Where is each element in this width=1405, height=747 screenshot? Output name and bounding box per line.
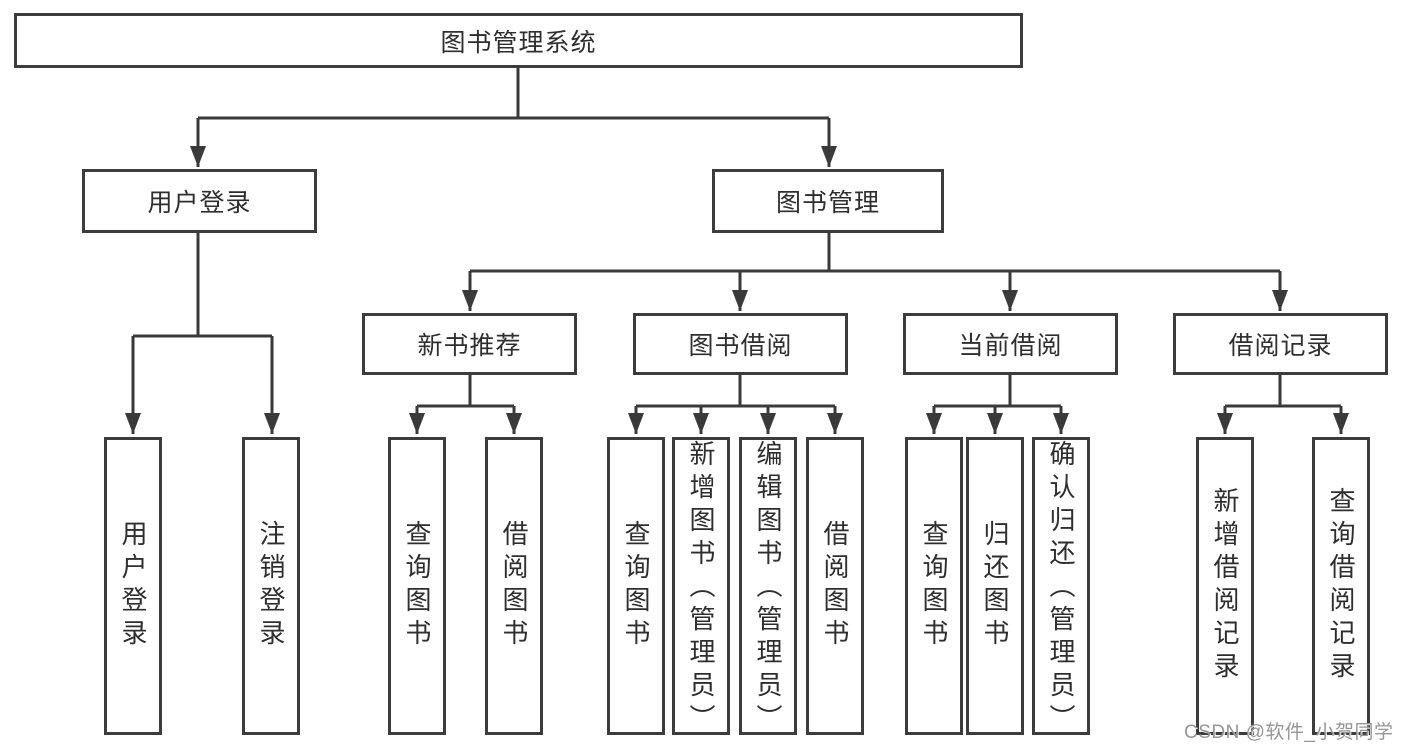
node-leaf-query-book-borrowing: 查询图书 <box>607 437 665 735</box>
node-leaf-query-book-current: 查询图书 <box>905 437 963 735</box>
node-leaf-query-borrow-record: 查询借阅记录 <box>1312 437 1370 735</box>
node-leaf-query-book-recommend: 查询图书 <box>388 437 446 735</box>
node-leaf-confirm-return-admin: 确认归还（管理员） <box>1032 437 1090 737</box>
node-book-borrowing: 图书借阅 <box>633 313 848 375</box>
leaf-label: 借阅图书 <box>820 520 850 652</box>
csdn-watermark: CSDN @软件_小贺同学 <box>1184 722 1394 743</box>
node-user-login: 用户登录 <box>82 169 317 233</box>
leaf-label: 查询借阅记录 <box>1326 487 1356 685</box>
node-leaf-logout: 注销登录 <box>242 437 300 735</box>
leaf-label: 借阅图书 <box>499 520 529 652</box>
leaf-label: 归还图书 <box>980 520 1010 652</box>
leaf-label: 注销登录 <box>256 520 286 652</box>
leaf-label: 新增图书（管理员） <box>686 440 716 737</box>
node-leaf-add-book-admin: 新增图书（管理员） <box>672 437 730 737</box>
node-leaf-borrow-book-recommend: 借阅图书 <box>485 437 543 735</box>
node-leaf-edit-book-admin: 编辑图书（管理员） <box>739 437 797 737</box>
leaf-label: 查询图书 <box>402 520 432 652</box>
leaf-label: 编辑图书（管理员） <box>753 440 783 737</box>
node-leaf-user-login: 用户登录 <box>104 437 162 735</box>
leaf-label: 确认归还（管理员） <box>1046 440 1076 737</box>
leaf-label: 查询图书 <box>621 520 651 652</box>
node-new-book-recommend: 新书推荐 <box>362 313 577 375</box>
node-borrowing-records: 借阅记录 <box>1173 313 1388 375</box>
node-leaf-borrow-book: 借阅图书 <box>806 437 864 735</box>
node-library-system: 图书管理系统 <box>14 13 1023 68</box>
leaf-label: 新增借阅记录 <box>1210 487 1240 685</box>
leaf-label: 用户登录 <box>118 520 148 652</box>
node-book-management: 图书管理 <box>712 169 944 233</box>
node-current-borrowing: 当前借阅 <box>903 313 1118 375</box>
node-leaf-return-book: 归还图书 <box>966 437 1024 735</box>
node-leaf-add-borrow-record: 新增借阅记录 <box>1196 437 1254 735</box>
leaf-label: 查询图书 <box>919 520 949 652</box>
